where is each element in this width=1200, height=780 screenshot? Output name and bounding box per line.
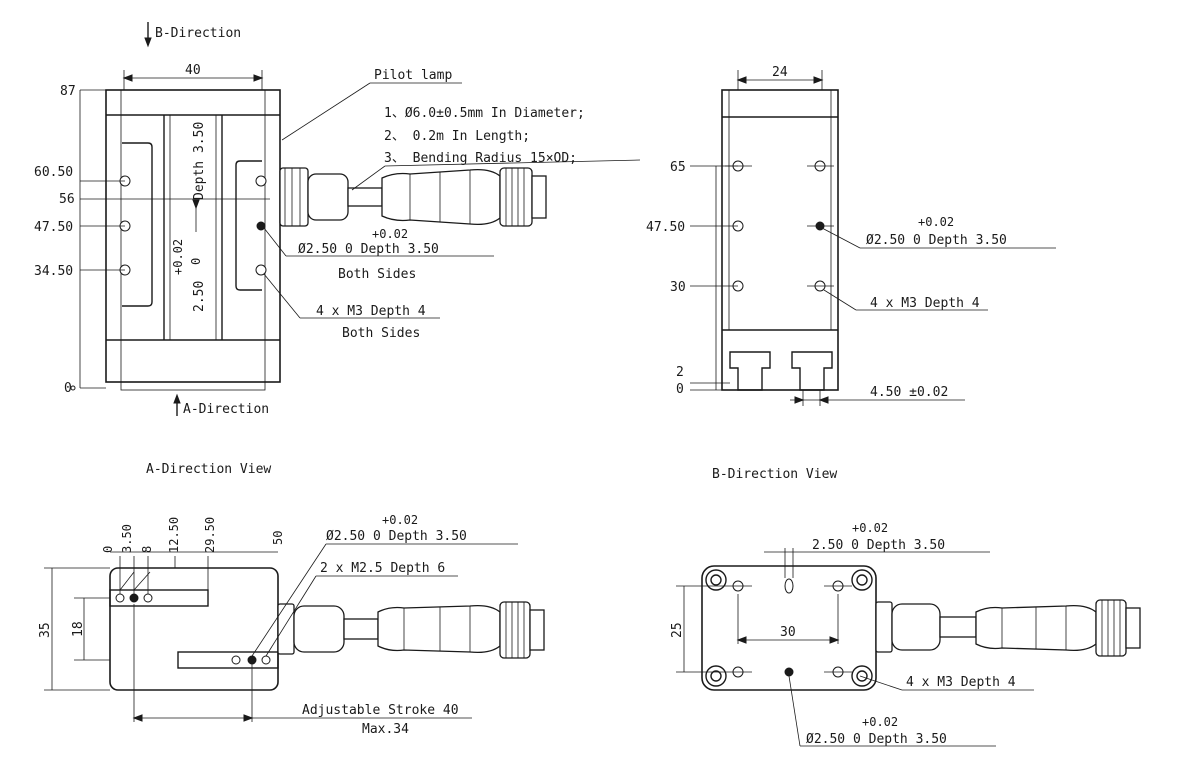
b-bottom-spec: Ø2.50 0 Depth 3.50 — [806, 732, 947, 747]
a-height-35: 35 — [38, 622, 53, 638]
b-bottom-tol: +0.02 — [862, 715, 898, 729]
pilot-lamp-note-2: 2、 0.2m In Length; — [384, 129, 530, 144]
b-direction-label: B-Direction — [155, 26, 241, 41]
dim-width-40: 40 — [185, 63, 201, 78]
b-thread-spec: 4 x M3 Depth 4 — [906, 675, 1016, 690]
front-callouts: +0.02 Ø2.50 0 Depth 3.50 Both Sides 4 x … — [263, 227, 494, 341]
a-tick-50: 50 — [271, 531, 285, 545]
pilot-lamp-title: Pilot lamp — [374, 68, 452, 83]
a-stroke-max: Max.34 — [362, 722, 409, 737]
slot-depth-label: Depth 3.50 — [192, 122, 207, 200]
side-dim-47-50: 47.50 — [646, 220, 685, 235]
a-tick-0: 0 — [101, 546, 115, 553]
side-pin-tol: +0.02 — [918, 215, 954, 229]
slot-tol-zero: 0 — [189, 258, 203, 265]
b-view-title: B-Direction View — [712, 467, 837, 482]
b-top-spec: 2.50 0 Depth 3.50 — [812, 538, 945, 553]
a-tick-29-50: 29.50 — [203, 517, 217, 553]
a-pin-spec: Ø2.50 0 Depth 3.50 — [326, 529, 467, 544]
a-height-18: 18 — [71, 621, 86, 637]
side-slot-dim: 4.50 ±0.02 — [870, 385, 948, 400]
side-pin-spec: Ø2.50 0 Depth 3.50 — [866, 233, 1007, 248]
dim-56: 56 — [59, 192, 75, 207]
dim-34-50: 34.50 — [34, 264, 73, 279]
slot-width-label: 2.50 — [192, 281, 207, 312]
pin-spec: Ø2.50 0 Depth 3.50 — [298, 242, 439, 257]
side-dim-30: 30 — [670, 280, 686, 295]
a-direction-label: A-Direction — [183, 402, 269, 417]
side-dim-65: 65 — [670, 160, 686, 175]
a-direction-view: A-Direction View 0 3.50 8 12.50 29.50 50 — [38, 462, 545, 737]
pilot-lamp-note-1: 1、Ø6.0±0.5mm In Diameter; — [384, 106, 585, 121]
a-stroke-label: Adjustable Stroke 40 — [302, 703, 459, 718]
b-top-tol: +0.02 — [852, 521, 888, 535]
a-pin-tol: +0.02 — [382, 513, 418, 527]
side-thread-spec: 4 x M3 Depth 4 — [870, 296, 980, 311]
dim-87: 87 — [60, 84, 76, 99]
a-view-title: A-Direction View — [146, 462, 271, 477]
side-dim-2: 2 — [676, 365, 684, 380]
pin-sides: Both Sides — [338, 267, 416, 282]
thread-sides: Both Sides — [342, 326, 420, 341]
front-view: B-Direction 87 60.50 56 47.50 — [34, 22, 547, 417]
pilot-lamp-notes: Pilot lamp 1、Ø6.0±0.5mm In Diameter; 2、 … — [281, 68, 641, 191]
dim-0: 0 — [64, 381, 72, 396]
a-thread-spec: 2 x M2.5 Depth 6 — [320, 561, 445, 576]
a-tick-3-50: 3.50 — [120, 524, 134, 553]
side-view: 24 65 47.50 30 2 0 +0.02 Ø2.50 0 Depth 3… — [646, 65, 1056, 406]
a-tick-12-50: 12.50 — [167, 517, 181, 553]
thread-spec: 4 x M3 Depth 4 — [316, 304, 426, 319]
side-dim-24: 24 — [772, 65, 788, 80]
side-dim-0: 0 — [676, 382, 684, 397]
pin-tol: +0.02 — [372, 227, 408, 241]
b-dim-30: 30 — [780, 625, 796, 640]
dim-60-50: 60.50 — [34, 165, 73, 180]
dim-47-50: 47.50 — [34, 220, 73, 235]
b-direction-view: B-Direction View 30 25 +0.02 — [670, 467, 1141, 747]
slot-tol-label: +0.02 — [171, 239, 185, 275]
b-dim-25: 25 — [670, 622, 685, 638]
a-tick-8: 8 — [140, 546, 154, 553]
